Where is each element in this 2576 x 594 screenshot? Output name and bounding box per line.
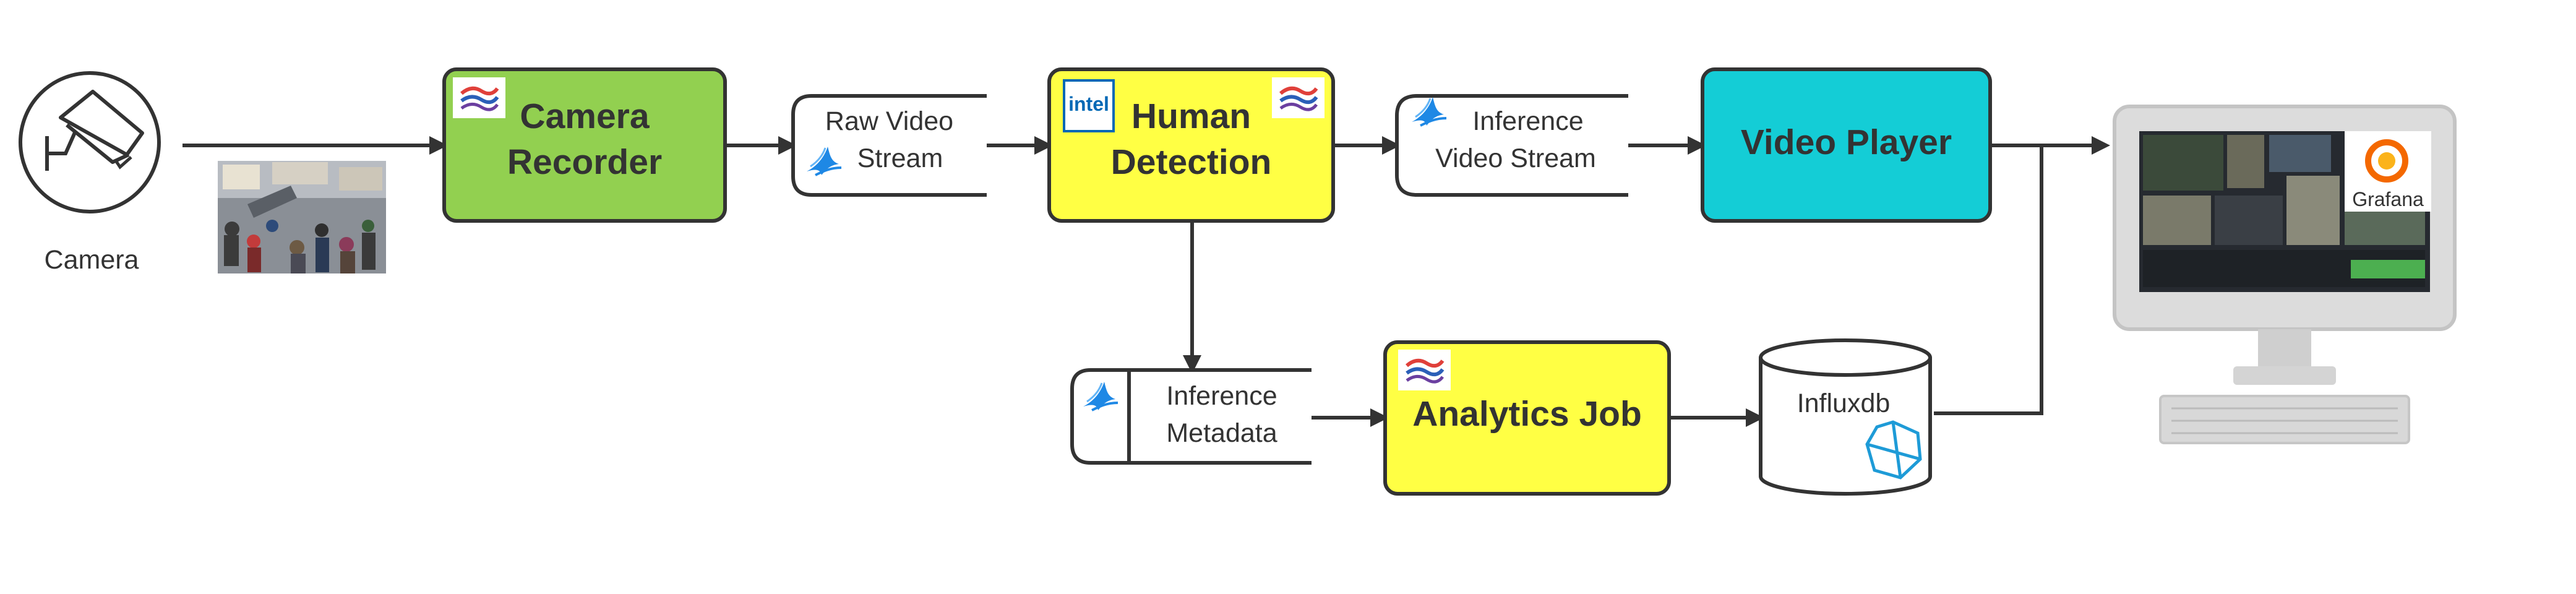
monitor-icon <box>2113 105 2457 444</box>
raw-video-stream-node <box>791 94 987 197</box>
analytics-job-title: Analytics Job <box>1412 394 1642 434</box>
analytics-job-node <box>1383 340 1671 496</box>
camera-recorder-line2: Recorder <box>507 142 663 182</box>
human-detection-line2: Detection <box>1110 142 1272 182</box>
inference-metadata-line1: Inference <box>1166 381 1277 411</box>
inference-metadata-line2: Metadata <box>1166 418 1277 448</box>
video-player-title: Video Player <box>1740 123 1952 162</box>
camera-label: Camera <box>44 245 139 275</box>
raw-video-line1: Raw Video <box>825 106 954 136</box>
inference-metadata-node <box>1070 368 1312 465</box>
human-detection-node <box>1047 67 1335 223</box>
pipeline-logo-icon <box>1398 350 1451 390</box>
grafana-label: Grafana <box>2352 188 2424 210</box>
raw-video-line2: Stream <box>857 144 943 173</box>
influxdb-label: Influxdb <box>1797 389 1891 418</box>
camera-recorder-node <box>442 67 727 223</box>
video-player-node <box>1701 67 1992 223</box>
grafana-icon <box>2365 139 2408 183</box>
camera-recorder-line1: Camera <box>520 97 650 136</box>
crowd-photo <box>218 161 386 273</box>
human-detection-line1: Human <box>1131 97 1252 136</box>
connectors <box>182 136 2110 427</box>
intel-logo-text: intel <box>1068 93 1109 115</box>
influxdb-database <box>1759 338 1932 496</box>
inference-video-stream-node <box>1395 94 1628 197</box>
inference-video-line1: Inference <box>1472 106 1584 136</box>
influxdb-icon <box>1865 420 1922 480</box>
security-camera-icon <box>19 71 161 213</box>
inference-video-line2: Video Stream <box>1435 144 1596 173</box>
